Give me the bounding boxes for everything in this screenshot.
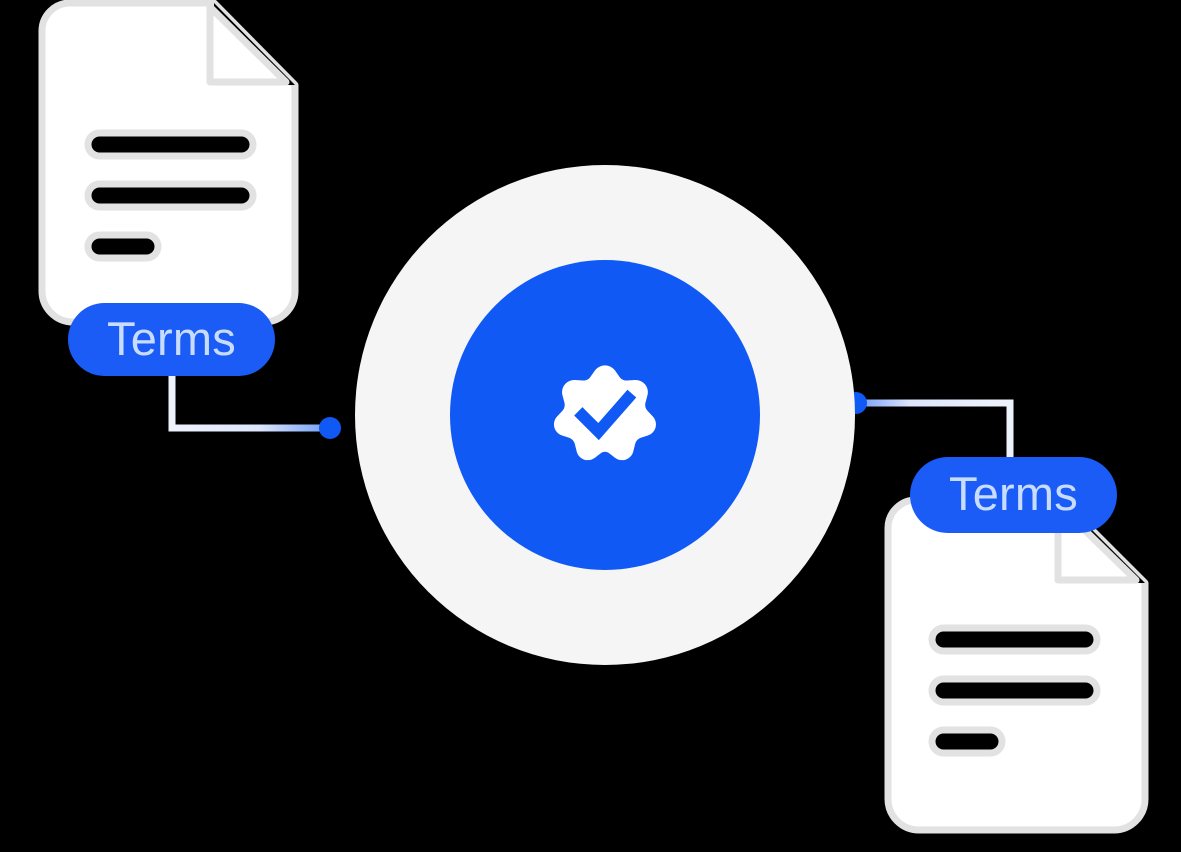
connector-right-line bbox=[856, 399, 1014, 462]
text-line bbox=[84, 129, 257, 160]
terms-pill-left[interactable]: Terms bbox=[68, 303, 275, 376]
terms-pill-right[interactable]: Terms bbox=[910, 457, 1117, 533]
terms-pill-left-label: Terms bbox=[107, 311, 236, 365]
terms-pill-right-label: Terms bbox=[949, 467, 1078, 520]
check-mark-icon bbox=[574, 389, 637, 441]
document-top-left-lines bbox=[84, 129, 257, 262]
text-line bbox=[84, 180, 257, 211]
text-line bbox=[928, 726, 1006, 757]
text-line bbox=[928, 624, 1101, 655]
document-top-left-fold bbox=[206, 3, 290, 86]
verified-badge-icon bbox=[553, 365, 656, 461]
connector-left-dot bbox=[319, 417, 341, 439]
document-bottom-right-lines bbox=[928, 624, 1101, 757]
document-top-left[interactable] bbox=[38, 0, 299, 326]
text-line bbox=[928, 675, 1101, 706]
connector-left-line bbox=[168, 368, 330, 432]
document-bottom-right[interactable] bbox=[884, 496, 1149, 834]
text-line bbox=[84, 231, 162, 262]
